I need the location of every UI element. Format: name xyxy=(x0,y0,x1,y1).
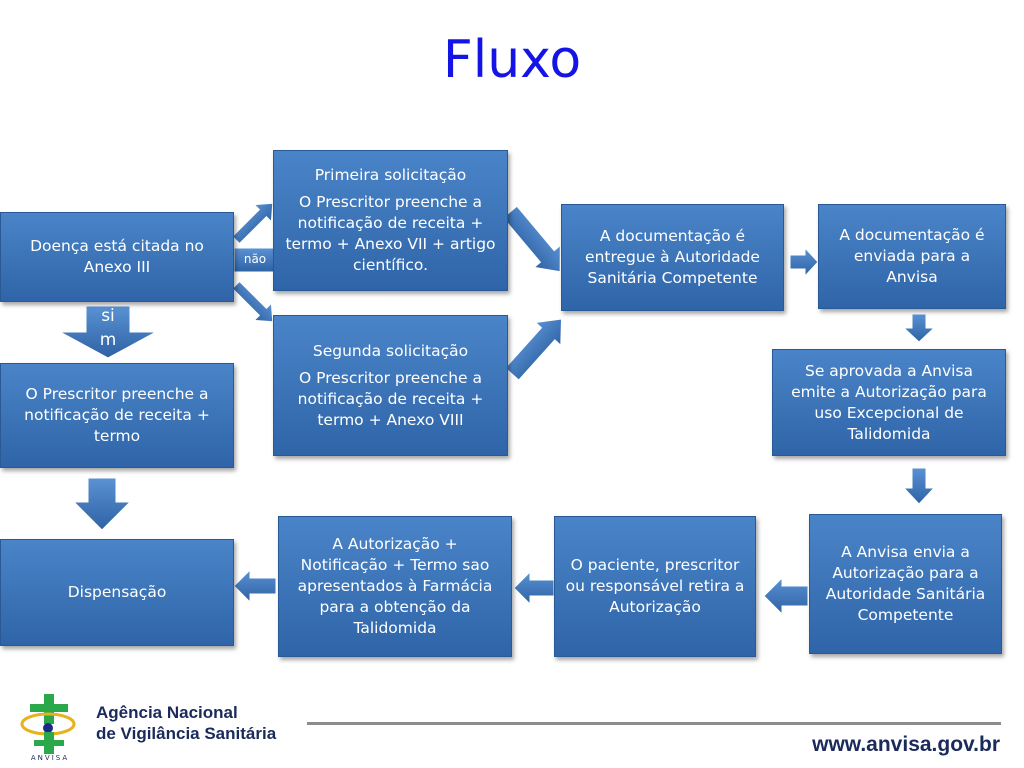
box-aprovada-text: Se aprovada a Anvisa emite a Autorização… xyxy=(791,361,987,443)
box-anexo3-text: Doença está citada no Anexo III xyxy=(30,237,204,276)
footer-url[interactable]: www.anvisa.gov.br xyxy=(812,733,1000,756)
arrow-autorizacao-to-dispensacao xyxy=(233,568,277,604)
logo-text: ANVISA xyxy=(31,754,69,762)
box-entregue-text: A documentação é entregue à Autoridade S… xyxy=(585,227,760,287)
box-segunda-heading: Segunda solicitação xyxy=(312,341,469,360)
anvisa-logo: ANVISA xyxy=(20,694,76,762)
arrow-entregue-to-enviada xyxy=(789,246,819,278)
box-documentacao-entregue: A documentação é entregue à Autoridade S… xyxy=(561,204,784,311)
agency-name: Agência Nacional de Vigilância Sanitária xyxy=(96,702,276,744)
box-dispensacao-text: Dispensação xyxy=(67,583,167,601)
box-paciente-retira: O paciente, prescritor ou responsável re… xyxy=(554,516,756,657)
box-enviada-text: A documentação é enviada para a Anvisa xyxy=(839,226,985,286)
sim-label-line2: m xyxy=(99,330,117,350)
box-segunda-text: O Prescritor preenche a notificação de r… xyxy=(297,368,484,429)
agency-line2: de Vigilância Sanitária xyxy=(96,724,277,743)
box-prescritor-termo-text: O Prescritor preenche a notificação de r… xyxy=(24,385,210,445)
box-primeira-solicitacao: Primeira solicitação O Prescritor preenc… xyxy=(273,150,508,291)
arrow-aprovada-to-anvisa xyxy=(902,467,936,505)
box-documentacao-enviada: A documentação é enviada para a Anvisa xyxy=(818,204,1006,309)
agency-line1: Agência Nacional xyxy=(96,703,238,722)
box-prescritor-termo: O Prescritor preenche a notificação de r… xyxy=(0,363,234,468)
box-anvisa-envia-text: A Anvisa envia a Autorização para a Auto… xyxy=(825,543,986,624)
nao-label: não xyxy=(243,252,267,266)
box-anvisa-envia: A Anvisa envia a Autorização para a Auto… xyxy=(809,514,1002,654)
box-autorizacao-farmacia: A Autorização + Notificação + Termo sao … xyxy=(278,516,512,657)
sim-label-line1: si xyxy=(101,306,115,326)
sim-label: si m xyxy=(88,304,128,352)
arrow-segunda-to-entregue xyxy=(504,318,563,381)
footer-divider xyxy=(307,722,1001,725)
arrow-to-dispensacao xyxy=(72,477,132,531)
arrow-anvisa-to-paciente xyxy=(763,576,809,616)
box-aprovada-anvisa: Se aprovada a Anvisa emite a Autorização… xyxy=(772,349,1006,456)
box-primeira-heading: Primeira solicitação xyxy=(314,166,467,184)
page-title: Fluxo xyxy=(442,30,582,90)
box-anexo3: Doença está citada no Anexo III xyxy=(0,212,234,302)
box-primeira-text: O Prescritor preenche a notificação de r… xyxy=(285,193,496,274)
box-paciente-text: O paciente, prescritor ou responsável re… xyxy=(565,556,745,616)
box-dispensacao: Dispensação xyxy=(0,539,234,646)
arrow-enviada-to-aprovada xyxy=(902,313,936,343)
box-segunda-solicitacao: Segunda solicitação O Prescritor preench… xyxy=(273,315,508,456)
arrow-paciente-to-autorizacao xyxy=(513,570,555,606)
box-autorizacao-text: A Autorização + Notificação + Termo sao … xyxy=(297,535,493,637)
